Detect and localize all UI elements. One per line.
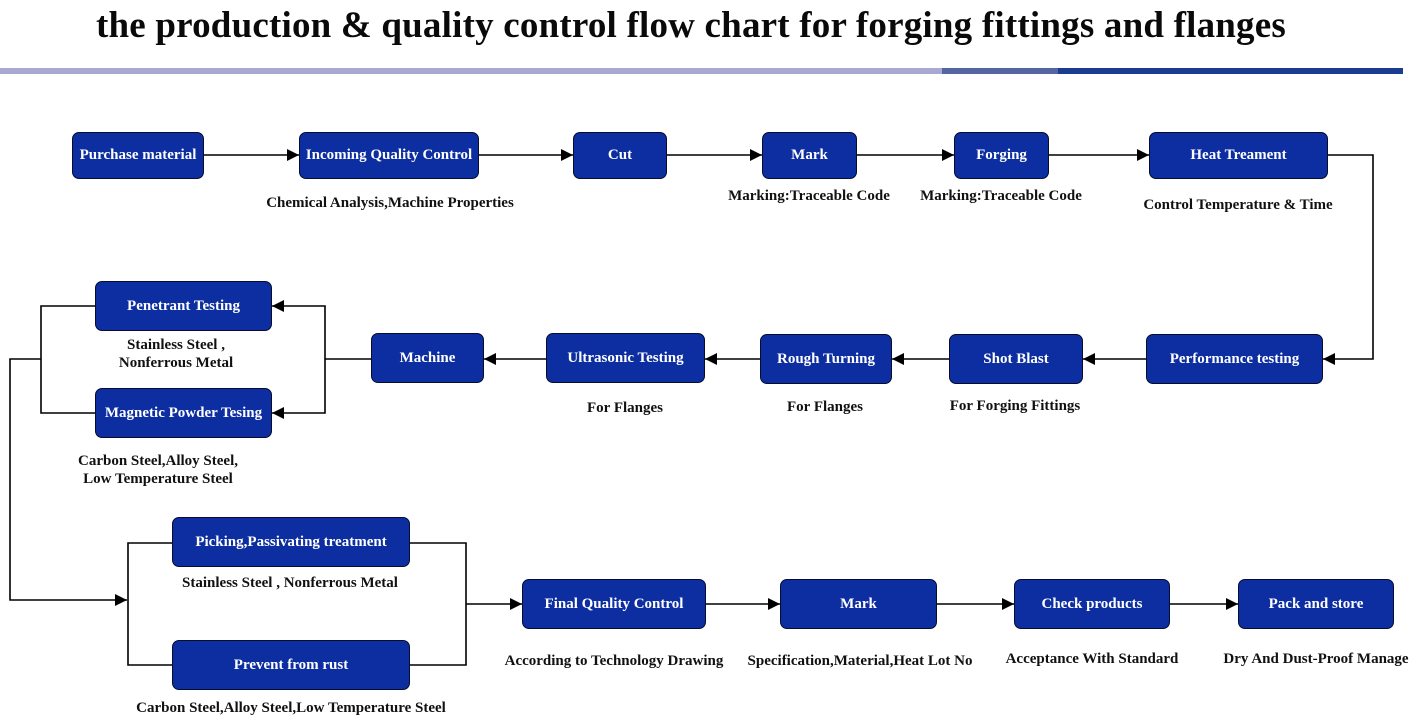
connector-treatment-split	[127, 542, 172, 666]
step-heat-treatment: Heat Treament	[1149, 132, 1328, 179]
note-incoming-qc: Chemical Analysis,Machine Properties	[266, 195, 514, 211]
step-rough-turning: Rough Turning	[760, 334, 892, 384]
note-penetrant-line2: Nonferrous Metal	[118, 355, 234, 371]
arrow-heat-to-performance	[1323, 154, 1374, 365]
note-forging: Marking:Traceable Code	[920, 188, 1082, 204]
step-prevent-from-rust: Prevent from rust	[172, 640, 410, 690]
note-final-qc: According to Technology Drawing	[504, 653, 724, 669]
arrow-split-to-penetrant	[272, 300, 326, 359]
arrow-testing-to-treatment	[9, 358, 127, 606]
step-performance-testing: Performance testing	[1146, 334, 1323, 384]
note-ultrasonic-testing: For Flanges	[587, 400, 663, 416]
page-title: the production & quality control flow ch…	[96, 5, 1286, 46]
step-penetrant-testing: Penetrant Testing	[95, 281, 272, 331]
connector-treatment-merge	[410, 542, 467, 666]
step-final-quality-control: Final Quality Control	[522, 579, 706, 629]
header-band-light	[0, 68, 942, 74]
note-mark-final: Specification,Material,Heat Lot No	[747, 653, 973, 669]
step-purchase-material: Purchase material	[72, 132, 204, 179]
step-pack-and-store: Pack and store	[1238, 579, 1394, 629]
note-picking-passivating: Stainless Steel , Nonferrous Metal	[182, 575, 398, 591]
step-incoming-quality-control: Incoming Quality Control	[299, 132, 479, 179]
step-cut: Cut	[573, 132, 667, 179]
header-band-dark	[1058, 68, 1403, 74]
note-mark: Marking:Traceable Code	[728, 188, 890, 204]
note-rough-turning: For Flanges	[787, 399, 863, 415]
note-shot-blast: For Forging Fittings	[949, 398, 1081, 414]
step-magnetic-powder-testing: Magnetic Powder Tesing	[95, 388, 272, 438]
step-forging: Forging	[954, 132, 1049, 179]
step-machine: Machine	[371, 333, 484, 383]
note-magnetic-line2: Low Temperature Steel	[83, 471, 233, 487]
note-heat-treatment: Control Temperature & Time	[1143, 197, 1333, 213]
connector-merge-testing	[40, 305, 95, 414]
note-check-products: Acceptance With Standard	[1005, 651, 1179, 667]
step-shot-blast: Shot Blast	[949, 334, 1083, 384]
step-mark: Mark	[762, 132, 857, 179]
header-band-mid	[942, 68, 1058, 74]
note-magnetic-line1: Carbon Steel,Alloy Steel,	[78, 453, 238, 469]
step-check-products: Check products	[1014, 579, 1170, 629]
step-ultrasonic-testing: Ultrasonic Testing	[546, 333, 705, 383]
note-penetrant-line1: Stainless Steel ,	[127, 337, 225, 353]
note-prevent-rust: Carbon Steel,Alloy Steel,Low Temperature…	[136, 700, 446, 716]
step-mark-final: Mark	[780, 579, 937, 629]
note-pack-store: Dry And Dust-Proof Manage	[1223, 651, 1409, 667]
arrow-split-to-magnetic	[272, 359, 326, 419]
step-picking-passivating: Picking,Passivating treatment	[172, 517, 410, 567]
